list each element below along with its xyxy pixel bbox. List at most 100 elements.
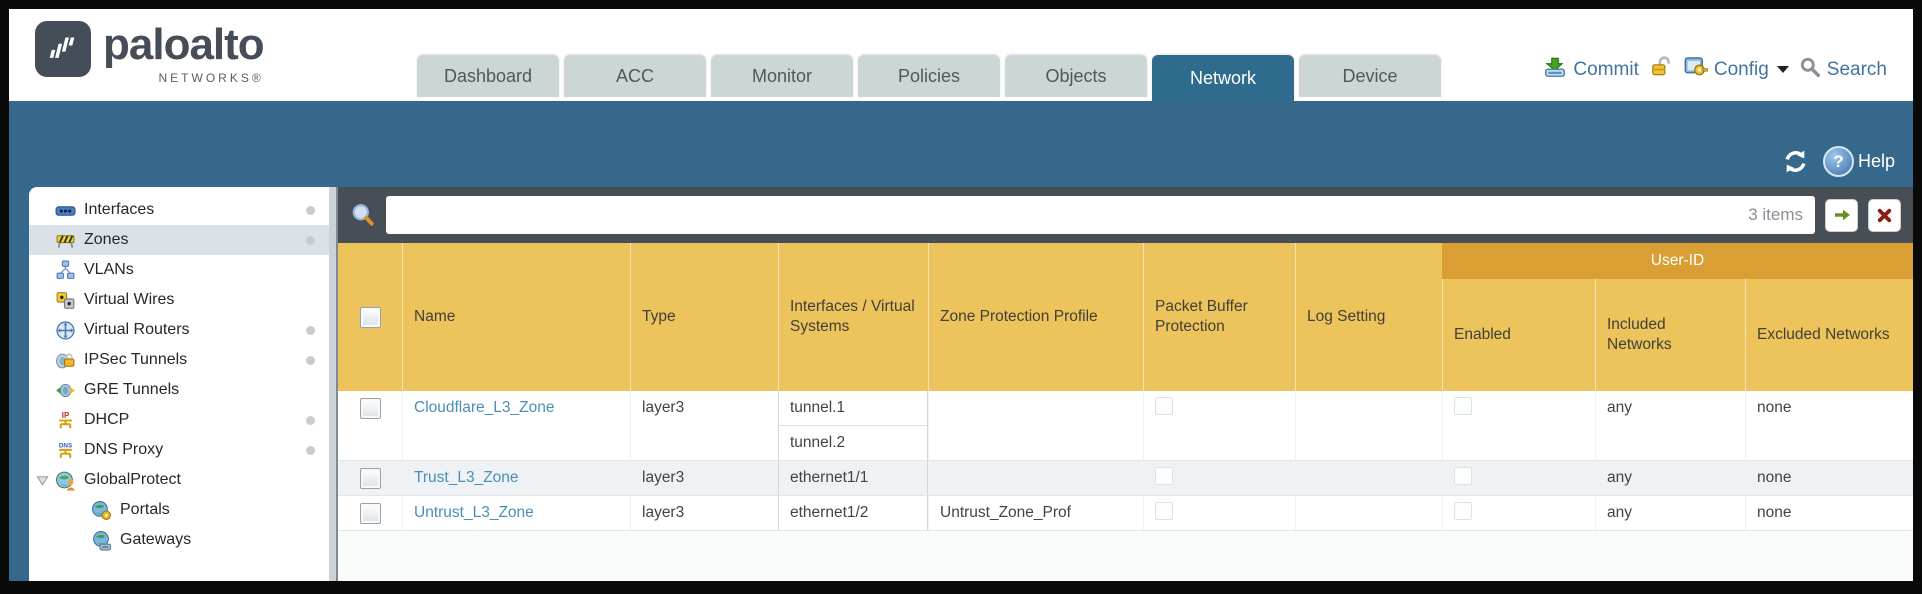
- search-label: Search: [1826, 58, 1887, 80]
- row-select-checkbox[interactable]: [359, 468, 381, 489]
- sidebar-item-globalprotect[interactable]: GlobalProtect: [29, 465, 329, 495]
- tab-dashboard[interactable]: Dashboard: [417, 55, 559, 97]
- sidebar-item-virtual-routers[interactable]: Virtual Routers: [29, 315, 329, 345]
- filter-magnifier-icon: [350, 202, 376, 228]
- paloalto-logo-icon: [35, 21, 91, 77]
- user-id-enabled-checkbox[interactable]: [1454, 397, 1472, 415]
- lock-button[interactable]: [1649, 55, 1673, 85]
- sidebar-item-label: Interfaces: [84, 201, 155, 218]
- select-all-checkbox[interactable]: [359, 306, 381, 328]
- sidebar-item-gre-tunnels[interactable]: GRE Tunnels: [29, 375, 329, 405]
- tab-monitor[interactable]: Monitor: [711, 55, 853, 97]
- row-select-cell: [338, 391, 402, 460]
- config-label: Config: [1713, 58, 1769, 80]
- column-header-enabled[interactable]: Enabled: [1442, 279, 1595, 391]
- zone-name-cell: Cloudflare_L3_Zone: [402, 391, 630, 460]
- apply-filter-button[interactable]: [1825, 198, 1858, 232]
- column-header-interfaces-virtual-systems[interactable]: Interfaces / Virtual Systems: [778, 243, 928, 391]
- zone-name-link[interactable]: Trust_L3_Zone: [414, 469, 519, 486]
- sidebar-splitter[interactable]: [329, 187, 338, 581]
- chevron-down-icon: [1776, 66, 1789, 73]
- column-header-log-setting[interactable]: Log Setting: [1295, 243, 1442, 391]
- user-id-enabled-cell: [1442, 391, 1595, 460]
- sidebar-item-gateways[interactable]: Gateways: [29, 525, 329, 555]
- column-header-included-networks[interactable]: Included Networks: [1595, 279, 1745, 391]
- help-button[interactable]: ? Help: [1822, 146, 1895, 177]
- global-search-button[interactable]: Search: [1799, 56, 1887, 84]
- row-select-cell: [338, 461, 402, 495]
- brand-name: paloalto: [103, 20, 265, 69]
- status-dot: [306, 205, 315, 215]
- filter-bar: 3 items: [338, 187, 1913, 243]
- tab-device[interactable]: Device: [1299, 55, 1441, 97]
- sidebar-item-label: Virtual Routers: [84, 321, 190, 338]
- gre-tunnels-icon: [55, 380, 76, 401]
- status-dot: [306, 445, 315, 455]
- log-setting-cell: [1295, 496, 1442, 530]
- zone-type-cell: layer3: [630, 391, 778, 460]
- interfaces-cell: ethernet1/2: [778, 496, 928, 530]
- column-header-type[interactable]: Type: [630, 243, 778, 391]
- sidebar-item-virtual-wires[interactable]: Virtual Wires: [29, 285, 329, 315]
- items-count: 3 items: [1748, 205, 1803, 224]
- sidebar-item-vlans[interactable]: VLANs: [29, 255, 329, 285]
- column-header-zone-protection-profile[interactable]: Zone Protection Profile: [928, 243, 1143, 391]
- zone-name-cell: Untrust_L3_Zone: [402, 496, 630, 530]
- sidebar-item-label: Zones: [84, 231, 129, 248]
- virtual-routers-icon: [55, 320, 76, 341]
- interface-entry: ethernet1/1: [790, 469, 869, 486]
- user-id-enabled-checkbox[interactable]: [1454, 467, 1472, 485]
- excluded-networks-cell: none: [1745, 496, 1913, 530]
- interfaces-cell: ethernet1/1: [778, 461, 928, 495]
- sidebar-item-zones[interactable]: Zones: [29, 225, 329, 255]
- zone-name-link[interactable]: Cloudflare_L3_Zone: [414, 399, 555, 416]
- packet-buffer-protection-checkbox[interactable]: [1155, 467, 1173, 485]
- sidebar-item-ipsec-tunnels[interactable]: IPSec Tunnels: [29, 345, 329, 375]
- sidebar-item-interfaces[interactable]: Interfaces: [29, 195, 329, 225]
- config-dropdown[interactable]: Config: [1683, 54, 1789, 85]
- status-dot: [306, 355, 315, 365]
- ipsec-tunnels-icon: [55, 350, 76, 371]
- clear-filter-button[interactable]: [1868, 198, 1901, 232]
- interface-entry: tunnel.1: [779, 391, 927, 426]
- filter-input[interactable]: [398, 205, 1741, 225]
- column-header-name[interactable]: Name: [402, 243, 630, 391]
- tab-objects[interactable]: Objects: [1005, 55, 1147, 97]
- user-id-enabled-checkbox[interactable]: [1454, 502, 1472, 520]
- commit-button[interactable]: Commit: [1543, 55, 1639, 85]
- sidebar-item-label: Gateways: [120, 531, 192, 548]
- packet-buffer-protection-cell: [1143, 391, 1295, 460]
- zone-name-link[interactable]: Untrust_L3_Zone: [414, 504, 534, 521]
- row-select-checkbox[interactable]: [359, 398, 381, 419]
- row-select-checkbox[interactable]: [359, 503, 381, 524]
- sidebar-item-portals[interactable]: Portals: [29, 495, 329, 525]
- interface-entry: tunnel.2: [790, 434, 846, 451]
- svg-text:IP: IP: [62, 410, 69, 419]
- expander-open-icon[interactable]: [36, 474, 49, 487]
- red-x-icon: [1877, 208, 1892, 222]
- sidebar-item-label: GRE Tunnels: [84, 381, 180, 398]
- green-arrow-icon: [1834, 209, 1850, 221]
- column-header-packet-buffer-protection[interactable]: Packet Buffer Protection: [1143, 243, 1295, 391]
- tab-network[interactable]: Network: [1152, 55, 1294, 101]
- tab-policies[interactable]: Policies: [858, 55, 1000, 97]
- excluded-networks-cell: none: [1745, 461, 1913, 495]
- zone-type-cell: layer3: [630, 461, 778, 495]
- packet-buffer-protection-checkbox[interactable]: [1155, 397, 1173, 415]
- column-header-excluded-networks[interactable]: Excluded Networks: [1745, 279, 1913, 391]
- sidebar-item-label: IPSec Tunnels: [84, 351, 188, 368]
- globalprotect-icon: [55, 470, 76, 491]
- sidebar-item-label: GlobalProtect: [84, 471, 181, 488]
- tab-acc[interactable]: ACC: [564, 55, 706, 97]
- packet-buffer-protection-checkbox[interactable]: [1155, 502, 1173, 520]
- included-networks-cell: any: [1595, 391, 1745, 460]
- refresh-icon[interactable]: [1782, 148, 1809, 175]
